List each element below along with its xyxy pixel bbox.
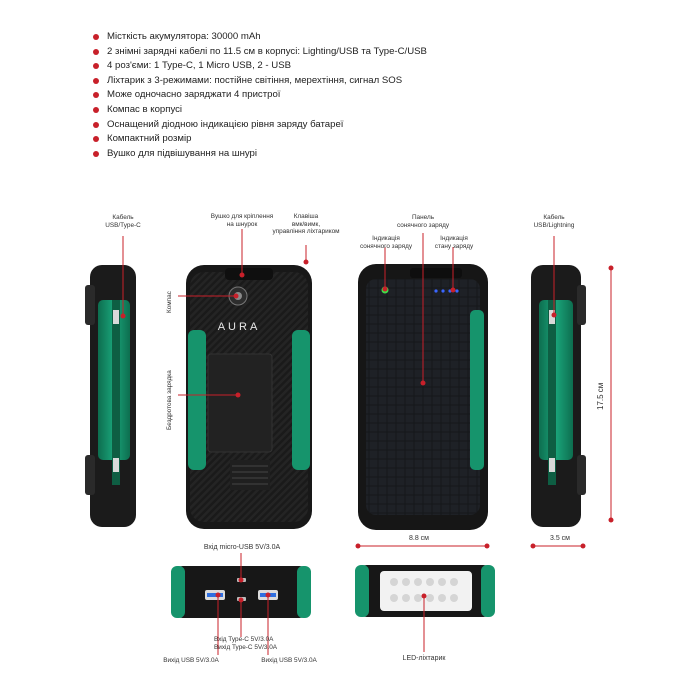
feature-list: Місткість акумулятора: 30000 mAh 2 знімн… (93, 30, 427, 161)
cable-lightning-label: Кабель USB/Lightning (533, 214, 575, 229)
led-flashlight-label: LED-ліхтарик (402, 655, 446, 662)
feature-item: Компас в корпусі (93, 103, 427, 118)
charge-indicator-label: Індикація стану заряду (434, 235, 474, 250)
micro-usb-input-label: Вхід micro-USB 5V/3.0A (203, 544, 281, 551)
side-view-left (85, 265, 136, 527)
lanyard-label: Вушко для кріплення на шнурок (210, 213, 274, 228)
height-dimension: 17.5 см (596, 382, 605, 410)
feature-item: Оснащений діодною індикацією рівня заряд… (93, 118, 427, 133)
feature-item: Компактний розмір (93, 132, 427, 147)
feature-item: Вушко для підвішування на шнурі (93, 147, 427, 162)
typec-io-label: Вхід Type-C 5V/3.0A Вихід Type-C 5V/3.0A (214, 636, 278, 651)
front-solar-view (358, 264, 488, 530)
brand-logo: AURA (217, 321, 261, 333)
feature-item: Ліхтарик з 3-режимами: постійне світіння… (93, 74, 427, 89)
depth-dimension: 3.5 см (550, 535, 570, 542)
flashlight-view (355, 565, 495, 617)
wireless-charging-label: Бездротова зарядка (166, 370, 173, 430)
usb-output-right-label: Вихід USB 5V/3.0A (261, 657, 317, 664)
width-dimension: 8.8 см (409, 535, 429, 542)
feature-item: 2 знімні зарядні кабелі по 11.5 см в кор… (93, 45, 427, 60)
solar-panel-label: Панель сонячного заряду (396, 214, 450, 229)
feature-item: Місткість акумулятора: 30000 mAh (93, 30, 427, 45)
power-key-label: Клавіша вмк/вимк, управління ліхтариком (272, 213, 340, 236)
back-view (186, 265, 312, 529)
feature-item: 4 роз'єми: 1 Type-C, 1 Micro USB, 2 - US… (93, 59, 427, 74)
usb-output-left-label: Вихід USB 5V/3.0A (163, 657, 219, 664)
solar-indicator-label: Індикація сонячного заряду (359, 235, 413, 250)
feature-item: Може одночасно заряджати 4 пристрої (93, 88, 427, 103)
ports-view (171, 566, 311, 618)
compass-label: Компас (166, 291, 173, 313)
cable-typec-label: Кабель USB/Type-C (105, 214, 141, 229)
side-view-right (531, 265, 586, 527)
